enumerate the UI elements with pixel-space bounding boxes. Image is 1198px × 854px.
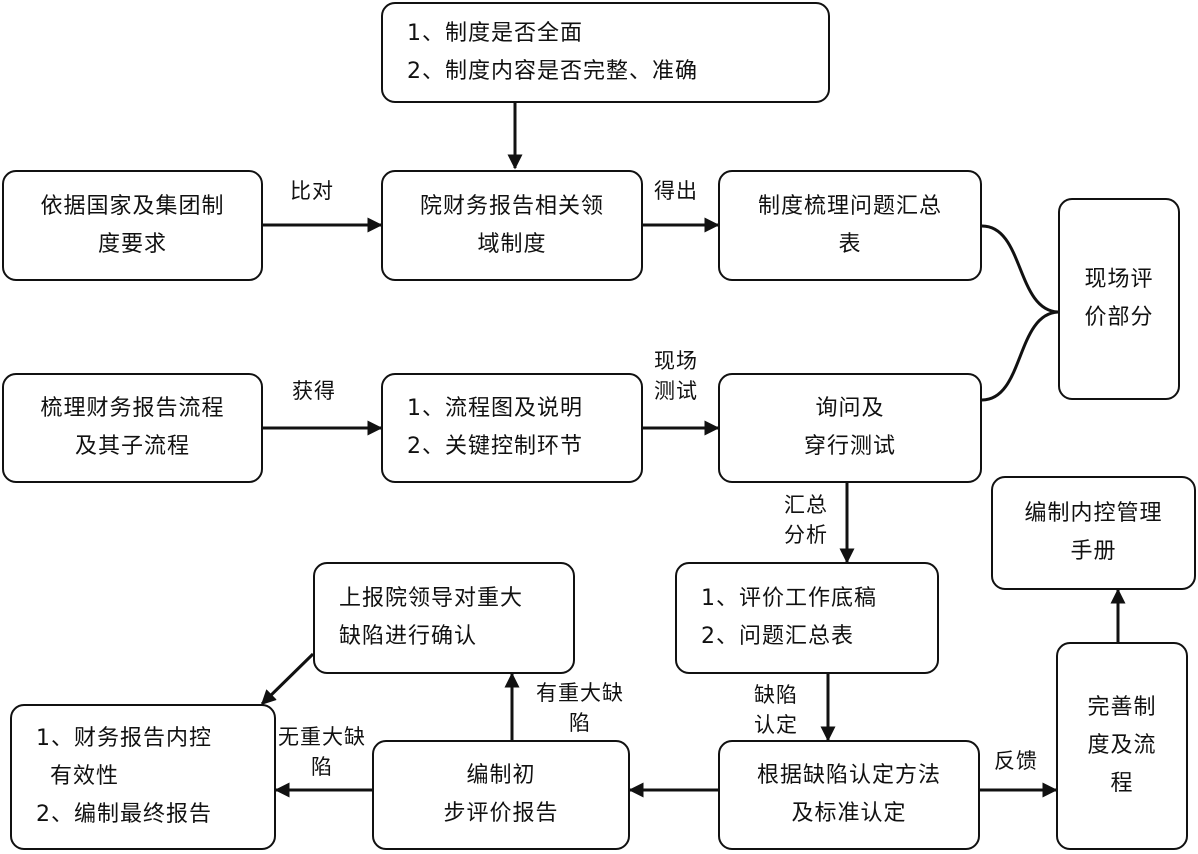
label-no-major-defect: 无重大缺 陷 [278, 722, 366, 782]
basis-line-2: 度要求 [97, 231, 167, 257]
manual-line-1: 编制内控管理 [1024, 501, 1163, 526]
issue-summary-line-1: 制度梳理问题汇总 [757, 193, 942, 219]
issue-summary-line-2: 表 [838, 231, 862, 257]
label-derive: 得出 [654, 176, 698, 206]
improve-line-2: 度及流 [1087, 733, 1157, 758]
label-obtain-text: 获得 [292, 379, 336, 403]
preliminary-line-1: 编制初 [466, 763, 536, 788]
basis-box: 依据国家及集团制 度要求 [2, 170, 263, 281]
domain-system-line-1: 院财务报告相关领 [419, 193, 604, 219]
report-leader-box: 上报院领导对重大 缺陷进行确认 [313, 562, 575, 674]
label-compare-text: 比对 [290, 179, 334, 203]
label-defect-identify: 缺陷 认定 [754, 680, 798, 740]
label-defect-identify-line-2: 认定 [754, 713, 798, 737]
workpaper-line-1: 1、评价工作底稿 [701, 586, 877, 611]
label-compare: 比对 [290, 176, 334, 206]
criteria-line-2: 2、制度内容是否完整、准确 [407, 58, 698, 84]
inquiry-line-2: 穿行测试 [803, 434, 896, 459]
manual-box: 编制内控管理 手册 [991, 476, 1196, 590]
improve-line-3: 程 [1110, 771, 1134, 796]
flowchart-box: 1、流程图及说明 2、关键控制环节 [381, 373, 643, 483]
onsite-eval-line-2: 价部分 [1084, 305, 1154, 330]
label-feedback: 反馈 [994, 746, 1038, 776]
sort-process-line-1: 梳理财务报告流程 [40, 396, 225, 421]
inquiry-box: 询问及 穿行测试 [718, 373, 982, 483]
final-report-line-3: 2、编制最终报告 [36, 802, 212, 827]
label-summarize-line-1: 汇总 [784, 493, 828, 517]
inquiry-line-1: 询问及 [815, 396, 885, 421]
onsite-eval-line-1: 现场评 [1084, 267, 1154, 292]
workpaper-line-2: 2、问题汇总表 [701, 624, 854, 649]
label-defect-identify-line-1: 缺陷 [754, 683, 798, 707]
final-report-box: 1、财务报告内控 有效性 2、编制最终报告 [10, 704, 276, 850]
criteria-line-1: 1、制度是否全面 [407, 20, 583, 46]
label-major-defect-line-2: 陷 [569, 711, 591, 735]
label-derive-text: 得出 [654, 179, 698, 203]
defect-method-box: 根据缺陷认定方法 及标准认定 [718, 740, 980, 850]
domain-system-line-2: 域制度 [477, 231, 547, 257]
label-no-major-defect-line-2: 陷 [311, 755, 333, 779]
label-feedback-text: 反馈 [994, 749, 1038, 773]
issue-summary-box: 制度梳理问题汇总 表 [718, 170, 982, 281]
label-major-defect: 有重大缺 陷 [536, 678, 624, 738]
label-onsite-test-line-2: 测试 [654, 379, 698, 403]
improve-line-1: 完善制 [1087, 695, 1157, 720]
flowchart-line-1: 1、流程图及说明 [407, 396, 583, 421]
criteria-box: 1、制度是否全面 2、制度内容是否完整、准确 [381, 2, 830, 103]
domain-system-box: 院财务报告相关领 域制度 [381, 170, 643, 281]
final-report-line-1: 1、财务报告内控 [36, 726, 212, 751]
arrow-leader-to-final [260, 652, 315, 706]
label-obtain: 获得 [292, 376, 336, 406]
label-major-defect-line-1: 有重大缺 [536, 681, 624, 705]
label-onsite-test: 现场 测试 [654, 346, 698, 406]
sort-process-line-2: 及其子流程 [74, 434, 190, 459]
improve-box: 完善制 度及流 程 [1056, 642, 1188, 850]
flowchart-line-2: 2、关键控制环节 [407, 434, 583, 459]
preliminary-box: 编制初 步评价报告 [372, 740, 630, 850]
label-summarize-line-2: 分析 [784, 523, 828, 547]
workpaper-box: 1、评价工作底稿 2、问题汇总表 [675, 562, 939, 674]
brace-to-onsite-eval [981, 224, 1059, 402]
report-leader-line-2: 缺陷进行确认 [339, 624, 478, 649]
preliminary-line-2: 步评价报告 [443, 801, 559, 826]
label-no-major-defect-line-1: 无重大缺 [278, 725, 366, 749]
sort-process-box: 梳理财务报告流程 及其子流程 [2, 373, 263, 483]
basis-line-1: 依据国家及集团制 [40, 193, 225, 219]
defect-method-line-1: 根据缺陷认定方法 [756, 763, 941, 788]
manual-line-2: 手册 [1070, 539, 1117, 564]
report-leader-line-1: 上报院领导对重大 [339, 586, 524, 611]
final-report-line-2: 有效性 [50, 764, 120, 789]
label-onsite-test-line-1: 现场 [654, 349, 698, 373]
defect-method-line-2: 及标准认定 [791, 801, 907, 826]
label-summarize: 汇总 分析 [784, 490, 828, 550]
onsite-eval-box: 现场评 价部分 [1058, 198, 1180, 400]
